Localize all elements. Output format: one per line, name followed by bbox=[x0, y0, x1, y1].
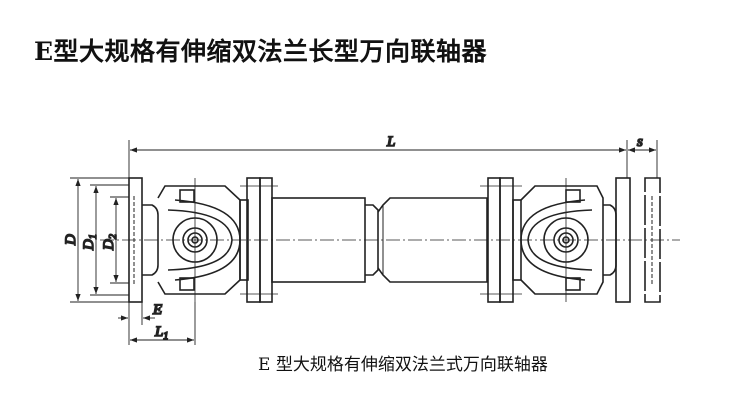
right-universal-joint bbox=[520, 178, 617, 302]
mating-flange bbox=[644, 177, 661, 303]
dimension-lines bbox=[70, 140, 658, 345]
dim-D-label: D bbox=[63, 234, 79, 246]
dim-E-label: E bbox=[152, 302, 162, 318]
page-title: E型大规格有伸缩双法兰长型万向联轴器 bbox=[34, 37, 488, 66]
dim-L-label: L bbox=[386, 134, 395, 150]
telescopic-shaft bbox=[271, 197, 488, 283]
dim-s-label: s bbox=[637, 134, 643, 150]
left-middle-flange-pair bbox=[240, 177, 278, 303]
figure-caption: E 型大规格有伸缩双法兰式万向联轴器 bbox=[258, 355, 548, 375]
dim-D2-label: D2 bbox=[101, 234, 119, 251]
right-end-flange bbox=[615, 177, 631, 303]
dim-L1-label: L1 bbox=[154, 324, 168, 342]
dim-D1-label: D1 bbox=[81, 234, 99, 251]
